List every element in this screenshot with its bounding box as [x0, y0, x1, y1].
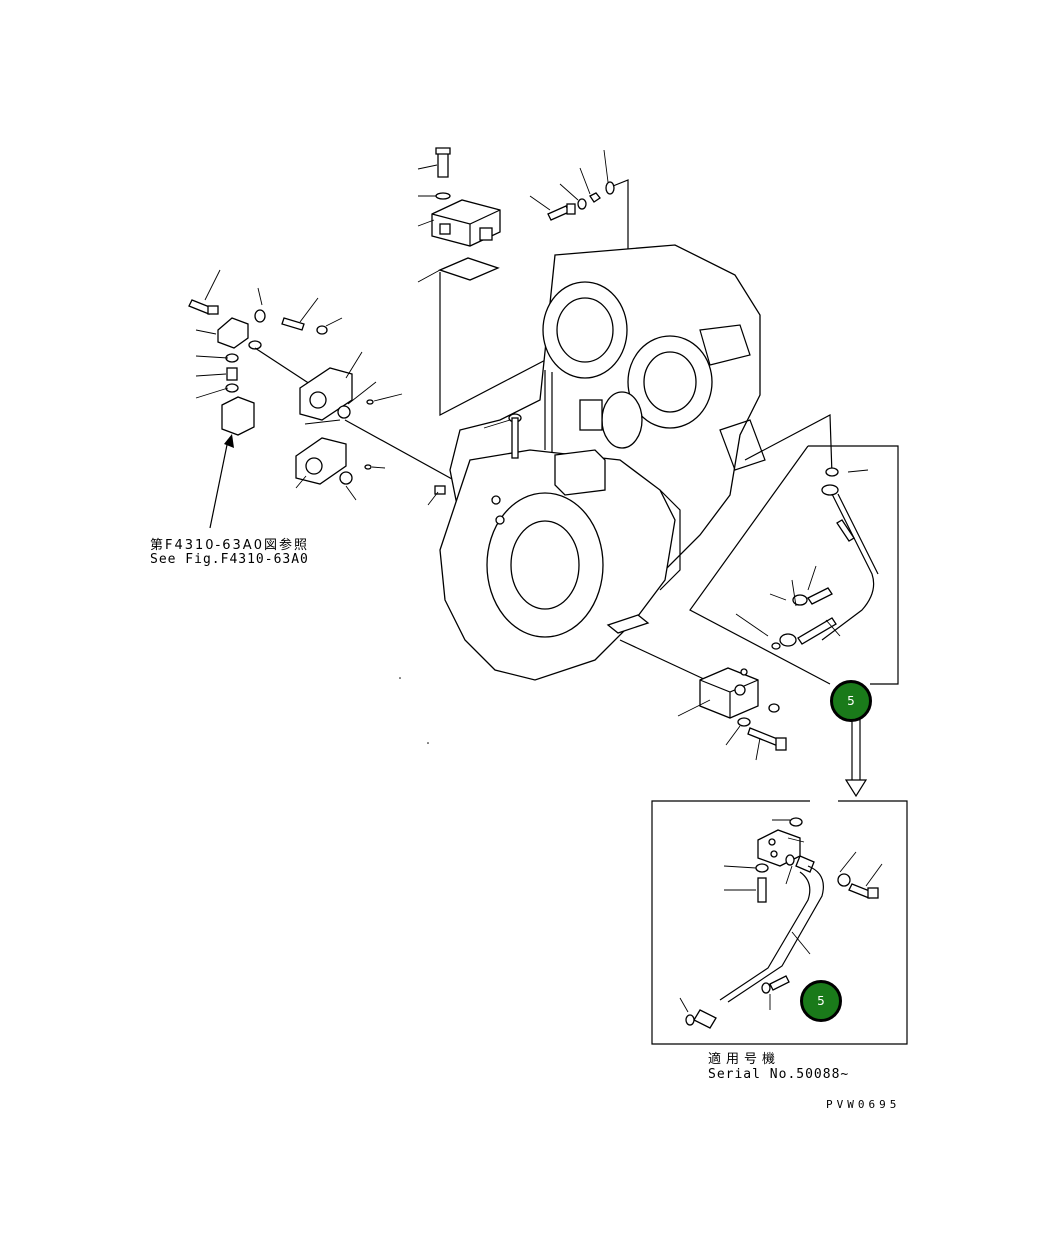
top-right-bolts [529, 149, 629, 495]
transmission-housing [427, 244, 766, 681]
down-arrow [844, 715, 868, 798]
callout-badge-inset[interactable]: 5 [800, 980, 842, 1022]
top-pump-assembly [417, 147, 556, 416]
callout-badge-main[interactable]: 5 [830, 680, 872, 722]
left-pumps [295, 351, 491, 501]
right-tube-assembly [735, 467, 879, 650]
left-valve-group [188, 269, 343, 436]
serial-label-jp: 適用号機 [708, 1052, 781, 1067]
inset-box [651, 800, 908, 1045]
stray-marks [399, 677, 429, 744]
reference-label-en: See Fig.F4310-63A0 [150, 552, 309, 567]
valve-block [677, 667, 787, 761]
drawing-code: PVW0695 [826, 1098, 901, 1111]
reference-label-jp: 第F4310-63A0図参照 [150, 538, 309, 553]
serial-label-en: Serial No.50088~ [708, 1067, 850, 1082]
right-frame-lines [689, 414, 899, 685]
reference-arrow [209, 434, 234, 529]
